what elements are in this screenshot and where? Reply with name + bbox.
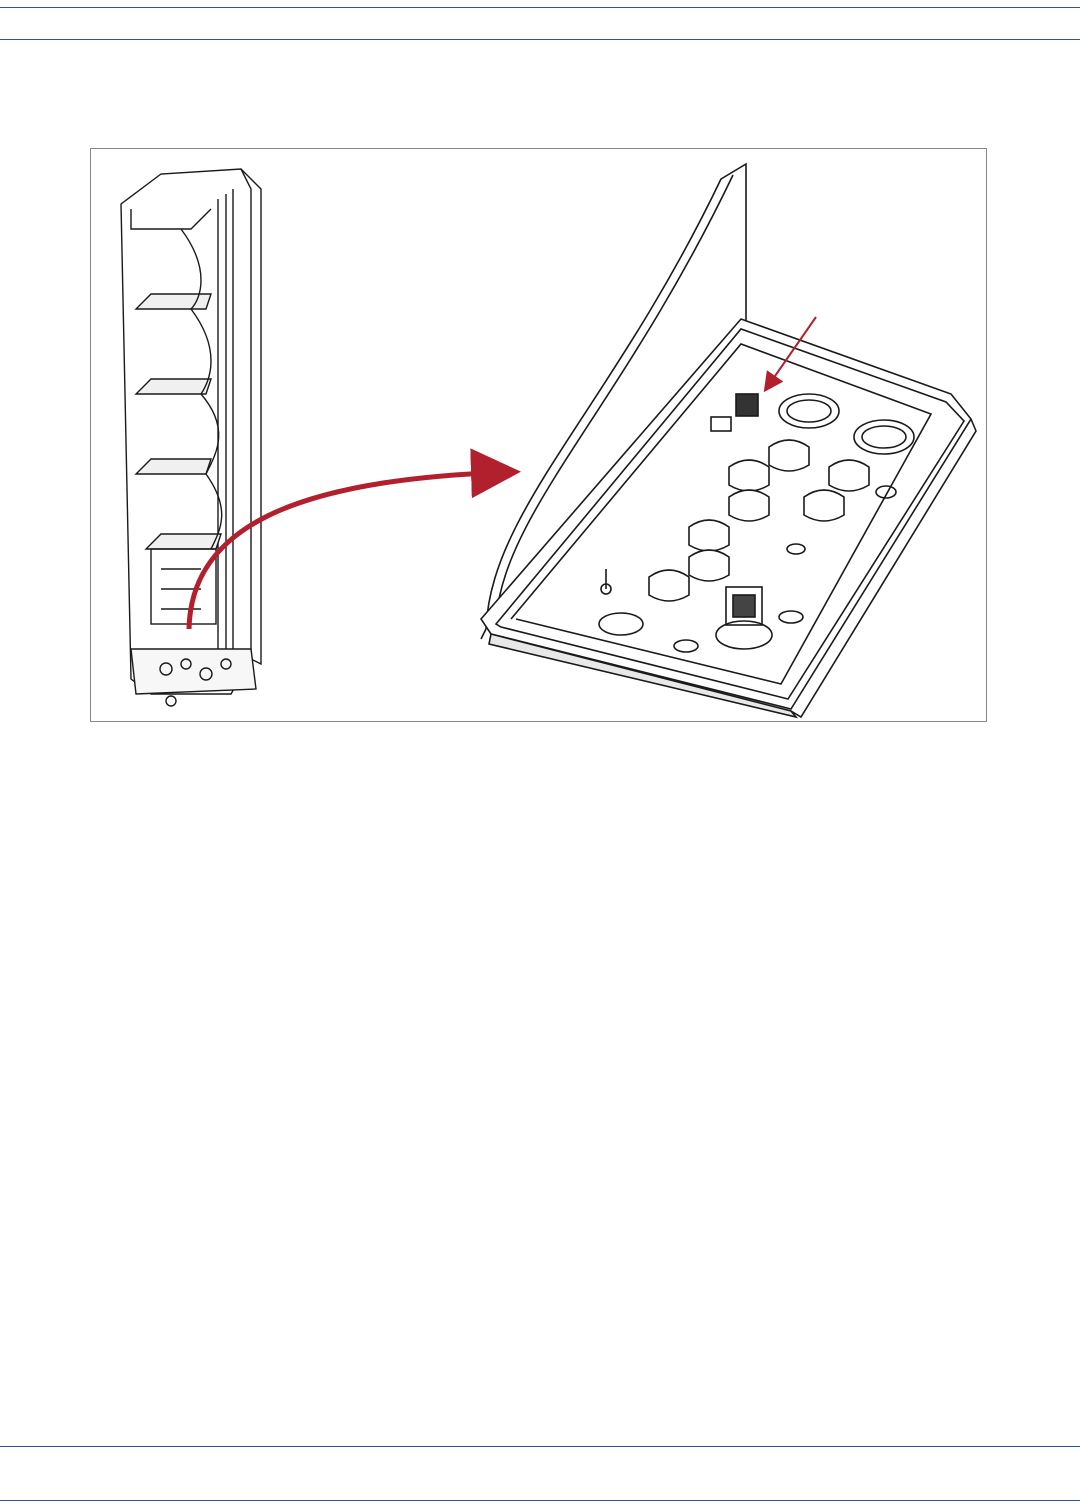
header-rule-bottom xyxy=(0,39,1080,40)
footer-rule-top xyxy=(0,1446,1080,1447)
footer-rule-bottom xyxy=(0,1500,1080,1501)
header-rule-top xyxy=(0,7,1080,8)
figure-illustration xyxy=(91,149,988,723)
figure-frame xyxy=(90,148,987,722)
enclosure-base-drawing xyxy=(481,164,976,717)
callout-arrow xyxy=(189,472,511,629)
